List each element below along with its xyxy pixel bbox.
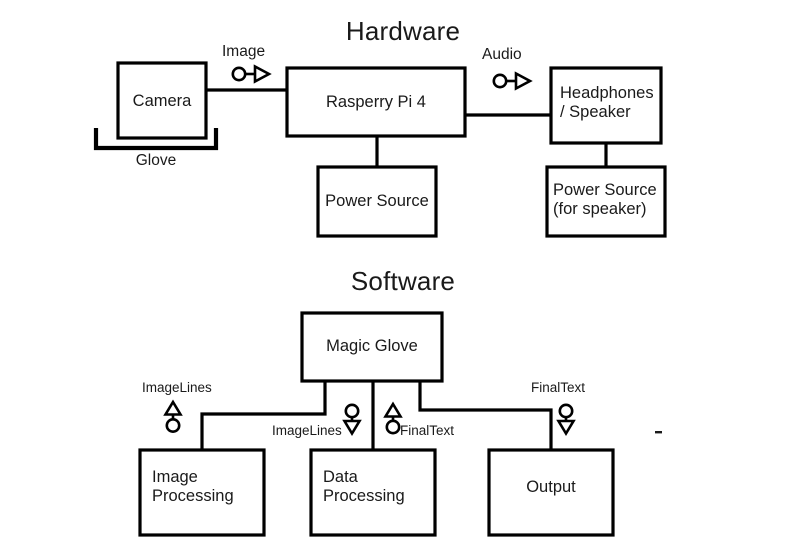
edge-label-finaltext-middle: FinalText bbox=[400, 423, 455, 438]
node-camera-label: Camera bbox=[132, 92, 192, 110]
edge-label-imagelines-left: ImageLines bbox=[142, 380, 212, 395]
audio-connector-icon bbox=[492, 71, 533, 91]
glove-bracket-label: Glove bbox=[135, 152, 177, 169]
node-data-processing-box bbox=[309, 448, 437, 537]
node-output-label: Output bbox=[526, 478, 576, 496]
node-power-source-speaker-box bbox=[545, 165, 667, 238]
node-headphones-box bbox=[549, 66, 663, 145]
node-power-source-speaker-label: Power Source (for speaker) bbox=[553, 181, 657, 219]
edge-label-image: Image bbox=[222, 43, 266, 60]
node-headphones-label: Headphones / Speaker bbox=[560, 84, 654, 122]
node-magic-glove-label: Magic Glove bbox=[326, 337, 418, 355]
node-image-processing-box bbox=[138, 448, 266, 537]
node-image-processing-label: Image Processing bbox=[152, 468, 234, 506]
finaltext-right-connector-icon bbox=[556, 403, 576, 437]
stray-dash-artifact bbox=[655, 431, 662, 434]
imagelines-left-connector-icon bbox=[163, 399, 183, 433]
node-magic-glove-box bbox=[300, 311, 444, 383]
edge-label-imagelines-middle: ImageLines bbox=[272, 423, 342, 438]
edge-magic-glove-to-output bbox=[418, 381, 553, 450]
node-camera-box bbox=[116, 61, 208, 140]
image-connector-icon bbox=[231, 64, 272, 84]
node-power-source-label: Power Source bbox=[325, 192, 429, 210]
edge-label-audio: Audio bbox=[482, 46, 522, 63]
finaltext-middle-connector-icon bbox=[383, 401, 403, 435]
node-data-processing-label: Data Processing bbox=[323, 468, 405, 506]
imagelines-middle-connector-icon bbox=[342, 403, 362, 437]
node-power-source-box bbox=[316, 165, 438, 238]
node-rasperry-pi-label: Rasperry Pi 4 bbox=[326, 93, 426, 111]
edge-label-finaltext-right: FinalText bbox=[531, 380, 586, 395]
glove-bracket bbox=[93, 128, 219, 151]
hardware-section-title: Hardware bbox=[345, 16, 461, 46]
edge-magic-glove-to-image-processing bbox=[200, 381, 327, 450]
node-rasperry-pi-box bbox=[285, 66, 467, 138]
software-section-title: Software bbox=[350, 266, 456, 296]
node-output-box bbox=[487, 448, 615, 537]
